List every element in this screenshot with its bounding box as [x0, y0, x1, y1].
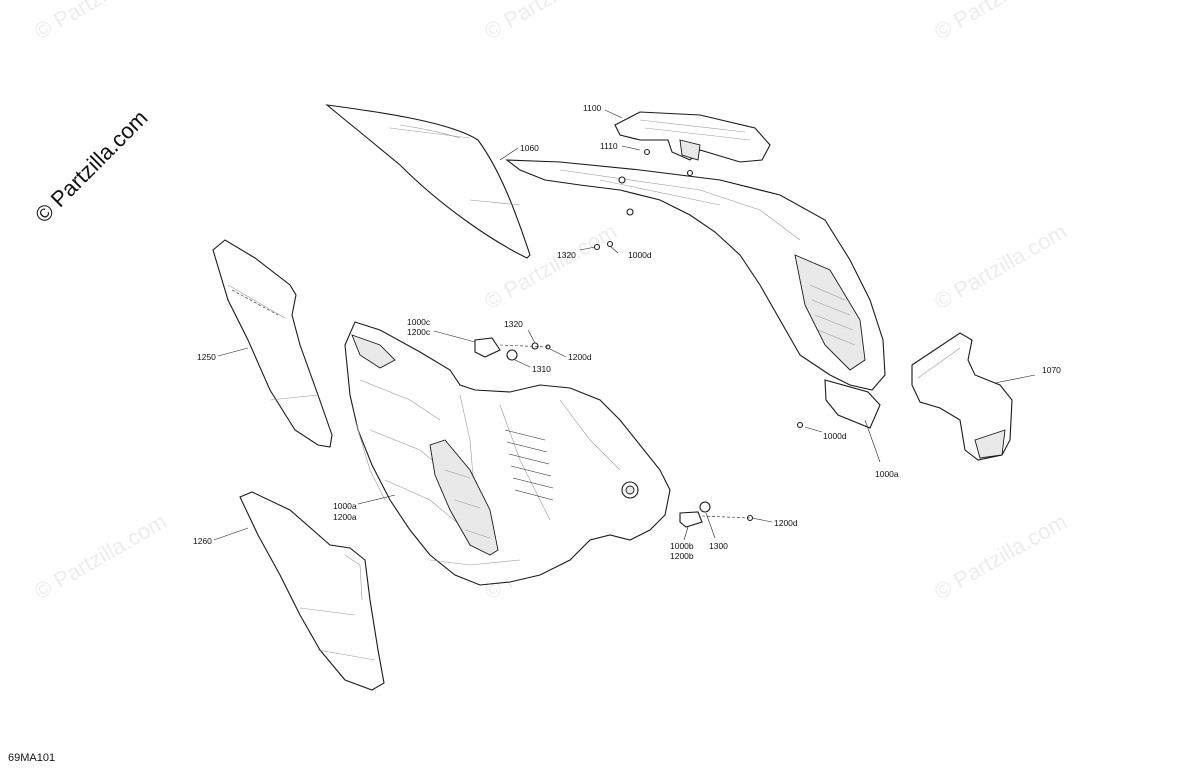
diagram-code: 69MA101 [8, 752, 56, 764]
part-1000a-upper-console [505, 159, 886, 429]
leader-lines [213, 109, 1036, 541]
hardware-group [474, 240, 804, 528]
watermark: © Partzilla.com [480, 0, 621, 44]
label-1200d-lower: 1200d [774, 518, 798, 528]
part-1000b-clip [679, 511, 703, 528]
watermark: © Partzilla.com [930, 509, 1071, 605]
label-1250: 1250 [197, 352, 216, 362]
label-1000d-upper: 1000d [628, 250, 652, 260]
part-1300-nut [699, 501, 711, 513]
label-1000c: 1000c [407, 317, 431, 327]
watermark: © Partzilla.com [930, 0, 1071, 44]
watermark: © Partzilla.com [30, 0, 171, 44]
part-1250-side-panel [212, 239, 333, 448]
callout-labels: 1100 1110 1060 1320 1000d 1250 1000c 120… [193, 103, 1061, 561]
watermark: © Partzilla.com [30, 509, 171, 605]
label-1100: 1100 [583, 103, 602, 113]
part-1320-screw [593, 243, 601, 251]
part-1260-lower-panel [239, 491, 385, 691]
label-1200d-upper: 1200d [568, 352, 592, 362]
label-1000d-lower: 1000d [823, 431, 847, 441]
part-1100-bracket [614, 111, 771, 177]
part-1070-tag [911, 332, 1013, 461]
label-1300: 1300 [709, 541, 728, 551]
part-1310-nut [506, 349, 518, 361]
part-1000c-clip [474, 337, 501, 358]
part-1000d-screw-b [796, 421, 804, 429]
part-1000a-main-console [344, 321, 671, 586]
label-1110: 1110 [600, 141, 618, 151]
label-1000a-right: 1000a [875, 469, 899, 479]
part-1060-panel [325, 104, 531, 259]
watermark: © Partzilla.com [930, 219, 1071, 315]
label-1060: 1060 [520, 143, 539, 153]
label-1000b: 1000b [670, 541, 694, 551]
label-1320-upper: 1320 [557, 250, 576, 260]
label-1200c: 1200c [407, 327, 431, 337]
label-1070: 1070 [1042, 365, 1061, 375]
label-1320-mid: 1320 [504, 319, 523, 329]
label-1260: 1260 [193, 536, 212, 546]
label-1310: 1310 [532, 364, 551, 374]
label-1000a-left: 1000a [333, 501, 357, 511]
part-1320-washer [531, 342, 539, 350]
label-1200a: 1200a [333, 512, 357, 522]
label-1200b: 1200b [670, 551, 694, 561]
part-1000d-screw [606, 240, 614, 248]
